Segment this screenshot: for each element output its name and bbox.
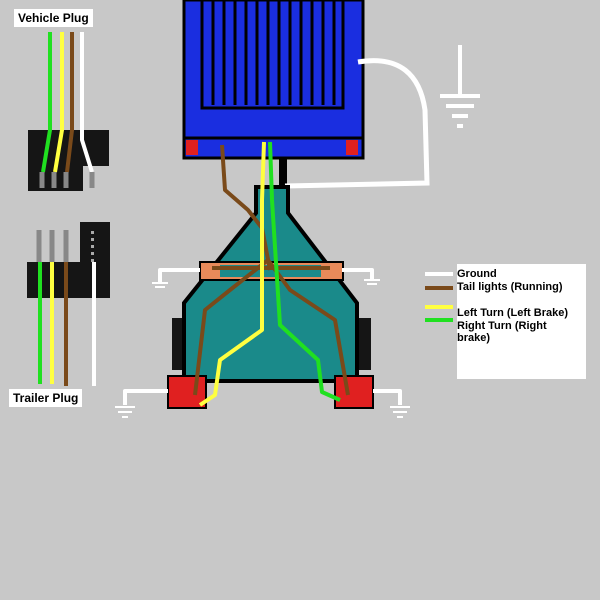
vehicle-plug-label: Vehicle Plug (14, 9, 93, 27)
vehicle-ground-icon (440, 45, 480, 128)
vehicle-left-lamp (186, 140, 198, 155)
trailer-ground-icons (115, 279, 410, 418)
legend-swatch-right-turn (425, 318, 453, 322)
vehicle-right-lamp (346, 140, 358, 155)
legend-swatch-tail (425, 286, 453, 290)
legend-label: Left Turn (Left Brake) (457, 307, 569, 319)
trailer-plug-label: Trailer Plug (9, 389, 83, 407)
legend-swatch-ground (425, 272, 453, 276)
legend: Ground Tail lights (Running) Left Turn (… (425, 264, 586, 379)
legend-swatch-left-turn (425, 305, 453, 309)
vehicle-plug (28, 32, 109, 191)
legend-label: Right Turn (Right brake) (457, 320, 547, 344)
legend-label: Ground (457, 268, 497, 280)
legend-item-right-turn: Right Turn (Right brake) (425, 318, 582, 344)
trailer-plug (27, 222, 110, 386)
legend-label: Tail lights (Running) (457, 281, 563, 293)
trailer-wiring (123, 141, 402, 407)
legend-item-tail: Tail lights (Running) (425, 281, 563, 293)
legend-item-ground: Ground (425, 268, 497, 280)
legend-item-left-turn: Left Turn (Left Brake) (425, 305, 569, 319)
vehicle-body (182, 0, 365, 188)
trailer-right-lamp (334, 375, 374, 409)
